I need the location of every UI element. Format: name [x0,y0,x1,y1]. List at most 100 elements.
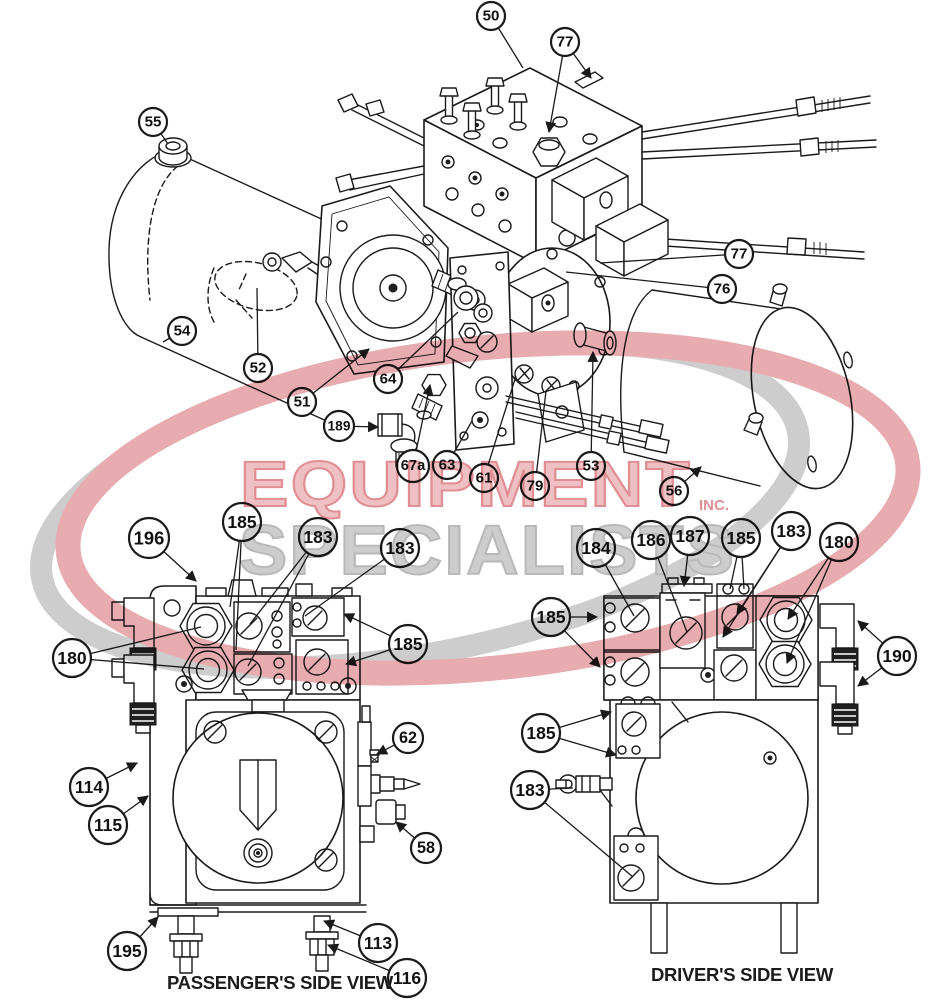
callout-number-113: 113 [364,933,392,953]
callout-number-180: 180 [57,648,86,668]
callout-50 [475,0,507,32]
callout-58 [409,831,443,865]
callout-183 [770,510,812,552]
callout-number-53: 53 [583,458,600,475]
callout-number-195: 195 [112,941,141,961]
leader-line-61 [483,375,517,479]
right-elbow-fittings [819,603,859,735]
leader-line-53 [587,350,599,467]
callout-77 [549,26,581,58]
callout-62 [391,721,425,755]
filler-cap [154,137,192,168]
callout-number-67a: 67a [401,458,426,474]
callout-number-186: 186 [636,530,665,550]
mounting-legs [650,902,798,954]
callout-number-115: 115 [94,815,122,835]
fitting-67a [411,373,447,421]
callout-186 [630,519,672,561]
callout-number-183: 183 [385,538,414,558]
hex-plug [532,137,566,167]
callout-number-116: 116 [393,968,421,988]
callout-189 [322,409,356,443]
callout-115 [87,804,129,846]
callout-184 [575,527,617,569]
watermark-word-equipment: EQUIPMENT [240,448,692,520]
callout-56 [658,475,690,507]
exploded-assembly [108,67,877,490]
callout-79 [519,470,551,502]
callout-number-183: 183 [515,780,544,800]
callout-113 [357,922,399,964]
callout-number-50: 50 [483,8,500,25]
callout-number-187: 187 [675,526,704,546]
leader-line-183 [247,536,319,667]
callout-number-77: 77 [557,34,574,51]
callout-number-51: 51 [294,394,311,411]
callout-116 [386,957,428,999]
callout-61 [468,462,500,494]
callout-76 [706,273,738,305]
callout-185 [221,501,263,543]
callout-number-52: 52 [250,360,267,377]
callout-54 [166,315,198,347]
callout-183 [297,516,339,558]
callout-number-55: 55 [145,114,162,131]
callout-114 [68,766,110,808]
watermark: EQUIPMENT SPECIALISTS INC. [30,330,921,686]
callout-63 [431,449,463,481]
leader-line-183 [529,789,634,878]
watermark-red-swoosh [55,330,921,686]
pump-mount-plate [315,185,473,375]
leader-line-77 [545,41,566,134]
callout-number-61: 61 [476,470,493,487]
callout-number-79: 79 [527,478,544,495]
callout-55 [137,106,169,138]
left-tube-fittings [335,93,425,193]
callout-67a [395,448,431,484]
callout-number-54: 54 [174,323,191,340]
callout-number-76: 76 [714,281,731,298]
callout-183 [379,527,421,569]
passenger-view-label: PASSENGER'S SIDE VIEW [167,972,394,993]
solenoid-valves [551,157,669,277]
callout-number-62: 62 [399,729,417,747]
callout-196 [127,516,171,560]
callout-180 [51,637,93,679]
leader-line-185 [235,521,243,651]
callout-number-190: 190 [882,646,911,666]
watermark-word-inc: INC. [699,497,729,514]
callout-number-196: 196 [134,528,165,549]
callout-number-58: 58 [417,839,435,857]
driver-side-view [555,577,859,954]
callout-number-189: 189 [327,419,350,434]
callout-number-63: 63 [439,457,456,474]
callout-77 [723,238,755,270]
tie-rods [505,395,670,454]
driver-pump-housing [609,696,819,904]
callout-number-183: 183 [303,527,332,547]
bleeder-and-relief-valve [357,705,421,843]
callout-195 [106,930,148,972]
callout-number-185: 185 [526,723,555,743]
passenger-pump-housing [172,689,361,904]
leader-line-79 [534,390,547,487]
side-plug-fitting [555,774,613,807]
leader-line-76 [565,271,723,290]
callout-190 [876,635,918,677]
valve-cube-61 [507,267,569,333]
callout-number-64: 64 [380,371,397,388]
callout-53 [575,450,607,482]
callout-185 [520,712,562,754]
callout-number-114: 114 [75,777,103,797]
base-and-mounting-studs [149,892,367,974]
callout-number-56: 56 [666,483,683,500]
callout-number-77: 77 [731,246,748,263]
leader-line-77 [599,253,740,264]
hydraulic-tubes [641,95,877,260]
callout-number-183: 183 [776,521,805,541]
driver-view-label: DRIVER'S SIDE VIEW [651,964,834,985]
top-bolt-fittings [439,77,566,167]
callout-183 [509,769,551,811]
watermark-word-specialists: SPECIALISTS [239,511,736,589]
